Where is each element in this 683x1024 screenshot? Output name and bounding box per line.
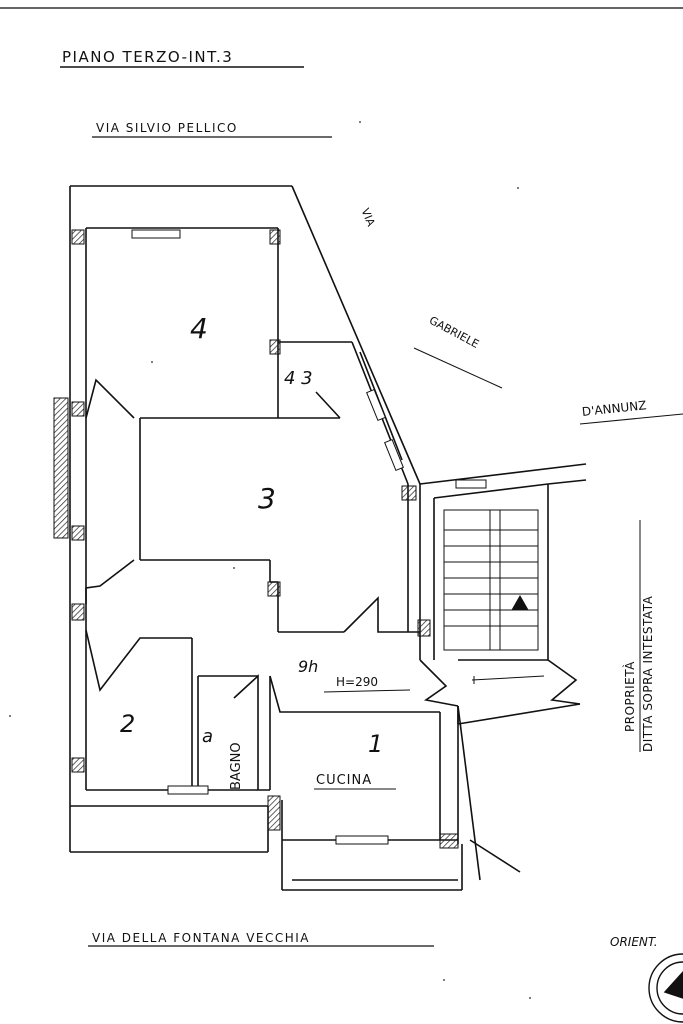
compass-icon [648,953,683,1023]
plan-windows [131,229,487,845]
room-2-label: 2 [120,710,135,738]
room-4b-label: 4 3 [284,368,313,389]
ceiling-height-label: H=290 [336,675,378,689]
corridor-label: 9h [298,657,318,676]
cucina-label: CUCINA [316,773,372,788]
property-label-line1: PROPRIETÀ [622,661,637,732]
property-label-line2: DITTA SOPRA INTESTATA [641,595,655,752]
scan-specks [9,121,531,999]
stair-arrow-icon [511,594,529,611]
plan-title: PIANO TERZO-INT.3 [62,48,233,66]
street-bottom-label: VIA DELLA FONTANA VECCHIA [92,931,310,945]
side-street-word-gabriele: GABRIELE [427,314,481,351]
ceiling-height-underline [323,689,411,693]
room-3-label: 3 [258,482,276,515]
staircase [443,509,545,684]
side-street-word-dannunzio: D'ANNUNZ [581,398,647,419]
side-street-word-via: VIA [359,206,378,228]
orientation-label: ORIENT. [610,935,658,949]
room-4-label: 4 [190,312,208,345]
plan-pillars [53,229,459,849]
side-street-underline-dannunzio [579,413,683,425]
bagno-label: BAGNO [229,742,244,790]
room-1-label: 1 [368,730,383,758]
side-street-underline-gabriele [413,347,503,389]
street-top-label: VIA SILVIO PELLICO [96,121,238,135]
bagno-number-label: a [202,726,213,747]
